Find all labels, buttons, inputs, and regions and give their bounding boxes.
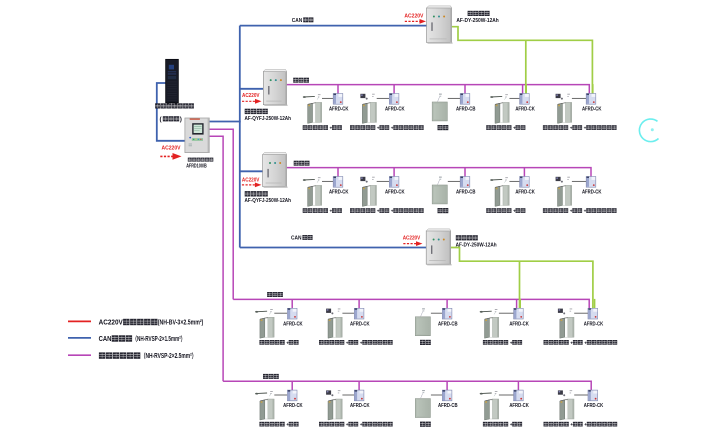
svg-text:+: + — [510, 423, 513, 428]
svg-text:+: + — [391, 127, 394, 132]
svg-text:AF-DY-250W-12Ah: AF-DY-250W-12Ah — [456, 243, 498, 249]
svg-text:AFRD100/B: AFRD100/B — [186, 164, 207, 170]
svg-text:AFRD-CK: AFRD-CK — [283, 321, 303, 327]
svg-text:AF-QYFJ-250W-12Ah: AF-QYFJ-250W-12Ah — [245, 198, 292, 204]
svg-text:CAN: CAN — [99, 336, 112, 343]
svg-text:+: + — [346, 423, 349, 428]
svg-text:AFRD-CB: AFRD-CB — [438, 403, 458, 409]
svg-text:AFRD-CK: AFRD-CK — [385, 190, 405, 196]
svg-text:AFRD-CK: AFRD-CK — [582, 190, 602, 196]
svg-text:+: + — [330, 210, 333, 215]
svg-text:+: + — [584, 423, 587, 428]
svg-text:（NH-RVSP-2×1.5mm²）: （NH-RVSP-2×1.5mm²） — [132, 335, 185, 343]
svg-text:AFRD-CK: AFRD-CK — [329, 190, 349, 196]
svg-text:+: + — [584, 127, 587, 132]
svg-text:+: + — [377, 127, 380, 132]
svg-text:AFRD-CK: AFRD-CK — [515, 107, 535, 113]
svg-text:AFRD-CK: AFRD-CK — [283, 403, 303, 409]
svg-text:AF-DY-250W-12Ah: AF-DY-250W-12Ah — [456, 18, 499, 24]
svg-text:+: + — [377, 210, 380, 215]
svg-text:+: + — [510, 341, 513, 346]
svg-text:AF-QYFJ-250W-12Ah: AF-QYFJ-250W-12Ah — [245, 116, 292, 122]
svg-text:AFRD-CK: AFRD-CK — [350, 403, 370, 409]
svg-text:): ) — [180, 116, 182, 123]
svg-text:+: + — [391, 210, 394, 215]
svg-text:+: + — [346, 341, 349, 346]
svg-text:+: + — [286, 423, 289, 428]
svg-text:AFRD-CK: AFRD-CK — [329, 107, 349, 113]
svg-text:+: + — [570, 127, 573, 132]
svg-text:AC220V: AC220V — [162, 145, 181, 151]
svg-text:AFRD-CB: AFRD-CB — [456, 107, 476, 113]
svg-text:+: + — [570, 210, 573, 215]
svg-text:+: + — [584, 341, 587, 346]
svg-text:+: + — [570, 423, 573, 428]
svg-text:AFRD-CB: AFRD-CB — [438, 321, 458, 327]
svg-text:+: + — [286, 341, 289, 346]
svg-text:+: + — [360, 423, 363, 428]
svg-text:（NH-RVSP-2×2.5mm²）: （NH-RVSP-2×2.5mm²） — [141, 352, 197, 360]
svg-text:(NH-BV-3×2.5mm²): (NH-BV-3×2.5mm²) — [158, 320, 204, 327]
svg-text:AFRD-CB: AFRD-CB — [456, 190, 476, 196]
svg-text:AFRD-CK: AFRD-CK — [385, 107, 405, 113]
svg-text:AFRD-CK: AFRD-CK — [509, 321, 529, 327]
svg-text:AFRD-CK: AFRD-CK — [350, 321, 370, 327]
svg-text:+: + — [360, 341, 363, 346]
svg-text:AFRD-CK: AFRD-CK — [584, 321, 604, 327]
svg-text:AC220V: AC220V — [242, 178, 260, 184]
svg-text:+: + — [570, 341, 573, 346]
svg-text:CAN: CAN — [291, 236, 302, 242]
svg-text:AFRD-CK: AFRD-CK — [582, 107, 602, 113]
svg-text:CAN: CAN — [292, 18, 303, 24]
svg-text:AC220V: AC220V — [404, 13, 423, 19]
svg-text:+: + — [513, 210, 516, 215]
svg-text:AC220V: AC220V — [403, 236, 421, 242]
svg-text:AC220V: AC220V — [242, 93, 260, 99]
svg-text:AFRD-CK: AFRD-CK — [584, 403, 604, 409]
svg-text:+: + — [584, 210, 587, 215]
svg-text:AFRD-CK: AFRD-CK — [509, 403, 529, 409]
svg-text:+: + — [513, 127, 516, 132]
svg-text:(: ( — [160, 116, 163, 123]
svg-text:AC220V: AC220V — [99, 320, 124, 327]
svg-text:+: + — [330, 127, 333, 132]
svg-text:AFRD-CK: AFRD-CK — [515, 190, 535, 196]
